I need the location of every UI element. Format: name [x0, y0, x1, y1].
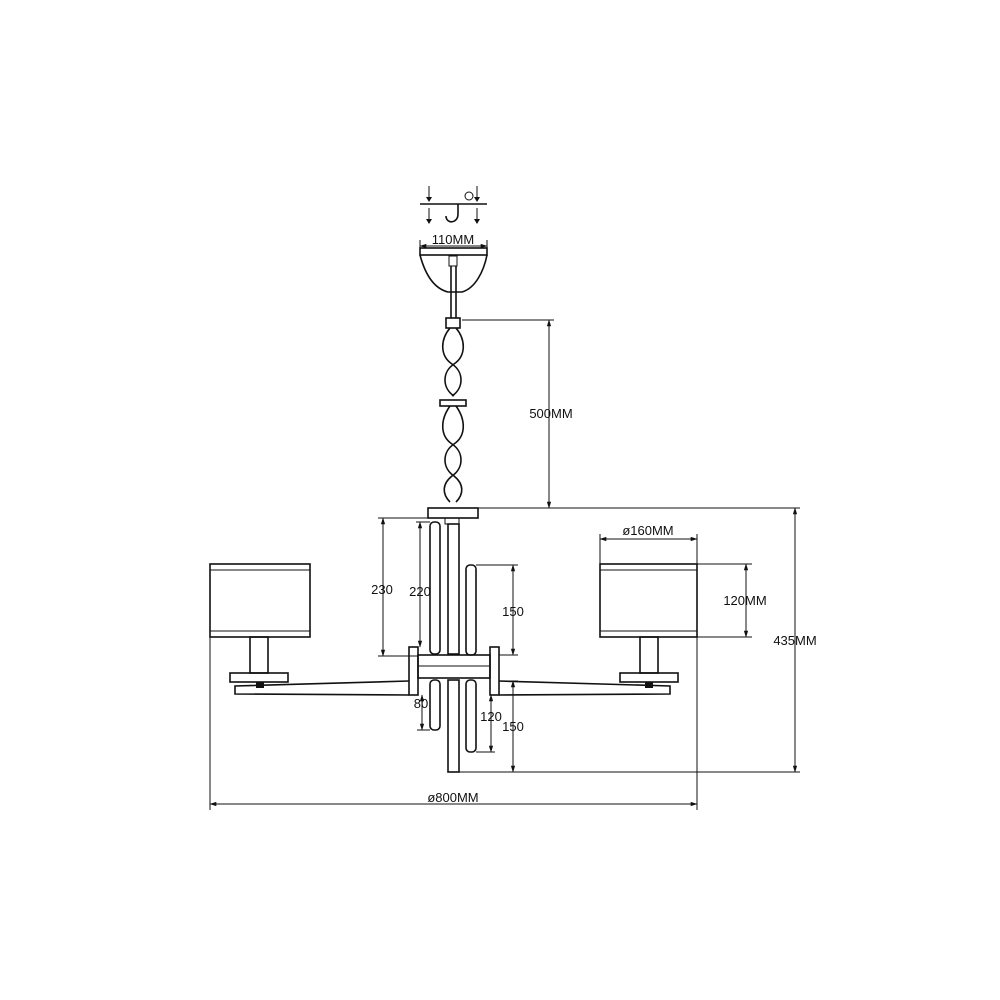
- screw-icon: [426, 186, 432, 202]
- tube-upper-short: [465, 564, 477, 656]
- total-width-dimension: ø800MM: [209, 637, 698, 810]
- tube-long-outer-label: 230: [371, 582, 393, 597]
- canopy-width-label: 110MM: [432, 232, 474, 247]
- total-height-dimension: 435MM: [459, 507, 817, 773]
- tube-long: [429, 521, 441, 655]
- canopy-width-dimension: 110MM: [419, 232, 488, 255]
- arm-left: [234, 680, 410, 696]
- canopy: [419, 247, 488, 293]
- total-width-label: ø800MM: [427, 790, 478, 805]
- center-post: [447, 523, 460, 773]
- total-height-label: 435MM: [773, 633, 816, 648]
- shade-height-label: 120MM: [723, 593, 766, 608]
- tube-upper-short-dimension: 150: [476, 564, 524, 656]
- chain: [439, 266, 467, 503]
- chain-length-dimension: 500MM: [462, 319, 573, 509]
- tube-long-inner-label: 220: [409, 584, 431, 599]
- hub: [408, 646, 500, 696]
- screw-icon: [474, 186, 480, 202]
- tube-lower-c-dimension: 150: [499, 680, 524, 773]
- hook-icon: [445, 204, 459, 223]
- tube-long-outer-dimension: 230: [371, 517, 428, 657]
- tube-lower-a-label: 80: [414, 696, 428, 711]
- lamp-right: [599, 563, 698, 688]
- tube-lower-right: [465, 679, 477, 753]
- screw-icon: [426, 208, 432, 224]
- tube-long-inner-dimension: 220: [409, 521, 431, 648]
- lamp-left: [209, 563, 311, 688]
- tube-lower-a-dimension: 80: [414, 694, 430, 731]
- shade-height-dimension: 120MM: [697, 563, 767, 638]
- tube-lower-b-label: 120: [480, 709, 502, 724]
- screw-icon: [474, 208, 480, 224]
- lamp-shade-left: [209, 563, 311, 638]
- mounting-hardware: [420, 186, 487, 224]
- tube-lower-b-dimension: 120: [476, 694, 502, 753]
- tube-lower-left: [429, 679, 441, 731]
- screw-hole: [464, 191, 474, 201]
- tube-lower-c-label: 150: [502, 719, 524, 734]
- shade-diameter-label: ø160MM: [622, 523, 673, 538]
- shade-diameter-dimension: ø160MM: [599, 523, 698, 564]
- tube-upper-short-label: 150: [502, 604, 524, 619]
- chain-length-label: 500MM: [529, 406, 572, 421]
- arm-right: [498, 680, 671, 696]
- lamp-shade-right: [599, 563, 698, 638]
